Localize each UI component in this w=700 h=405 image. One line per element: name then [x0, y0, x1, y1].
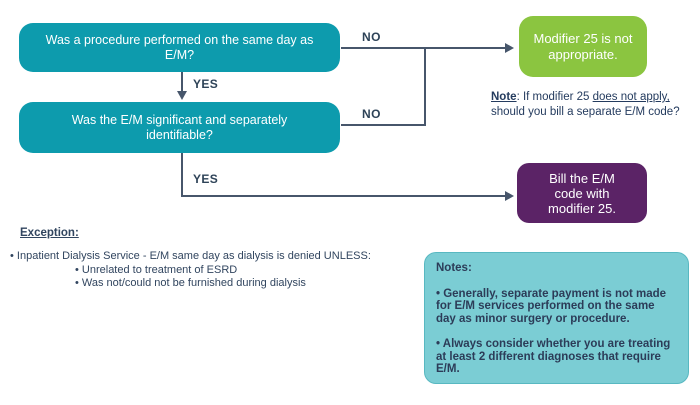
notes-panel-bullet-2: • Always consider whether you are treati… [436, 338, 671, 375]
outcome-bill-em-modifier-25-box: Bill the E/M code with modifier 25. [517, 163, 647, 223]
question-significant-separately-identifiable-box: Was the E/M significant and separately i… [19, 102, 340, 153]
note-mid-text: : If modifier 25 [516, 91, 593, 103]
question-procedure-same-day-text: Was a procedure performed on the same da… [45, 32, 314, 62]
note-line2: should you bill a separate E/M code? [491, 106, 680, 118]
note-underlined-phrase: does not apply, [592, 91, 670, 103]
exception-sub-bullets: • Unrelated to treatment of ESRD • Was n… [75, 264, 306, 289]
outcome-modifier-25-not-appropriate-box: Modifier 25 is not appropriate. [519, 16, 647, 77]
yes-connector-line-q2-vertical [181, 153, 183, 197]
yes-connector-line-q1 [181, 72, 183, 92]
outcome-bill-em-modifier-25-text: Bill the E/M code with modifier 25. [548, 170, 616, 216]
notes-panel-bullet-1: • Generally, separate payment is not mad… [436, 287, 667, 325]
yes-label-q2: YES [193, 172, 219, 186]
no-connector-line-q2 [341, 124, 426, 126]
question-significant-separately-identifiable-text: Was the E/M significant and separately i… [71, 112, 288, 142]
notes-panel: Notes: • Generally, separate payment is … [424, 252, 689, 384]
note-label: Note [491, 91, 517, 103]
yes-label-q1: YES [193, 77, 219, 91]
outcome-modifier-25-not-appropriate-text: Modifier 25 is not appropriate. [533, 30, 633, 62]
question-procedure-same-day-box: Was a procedure performed on the same da… [19, 23, 340, 72]
no-label-q2: NO [362, 107, 381, 121]
exception-bullet: • Inpatient Dialysis Service - E/M same … [10, 250, 371, 262]
yes-connector-line-q2-horizontal [181, 195, 507, 197]
no-label-q1: NO [362, 30, 381, 44]
arrowhead-to-not-appropriate [505, 43, 514, 53]
note-text: Note: If modifier 25 does not apply, sho… [491, 90, 700, 120]
arrowhead-down-to-q2 [177, 91, 187, 100]
arrowhead-to-bill-em [505, 191, 514, 201]
exception-heading: Exception: [20, 227, 79, 239]
no-connector-junction-line [424, 48, 426, 126]
notes-panel-title: Notes: [436, 262, 472, 274]
